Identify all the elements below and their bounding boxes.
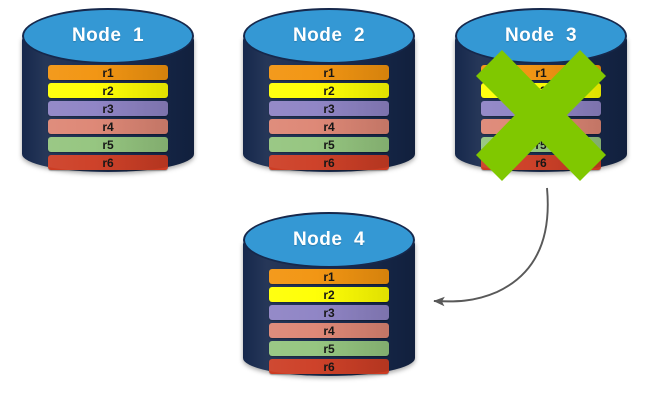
cylinder-top-ellipse bbox=[22, 8, 194, 64]
database-node-2[interactable]: r1 r2 r3 r4 r5 r6 Node 2 bbox=[243, 8, 415, 186]
cylinder-top-ellipse bbox=[243, 8, 415, 64]
row-bar-r6: r6 bbox=[48, 155, 168, 170]
row-bar-r6: r6 bbox=[269, 359, 389, 374]
row-bar-r2: r2 bbox=[269, 83, 389, 98]
row-bar-r5: r5 bbox=[269, 341, 389, 356]
node-label: Node 4 bbox=[292, 229, 366, 250]
database-node-4[interactable]: r1 r2 r3 r4 r5 r6 Node 4 bbox=[243, 212, 415, 390]
row-bar-r5: r5 bbox=[269, 137, 389, 152]
row-bar-r2: r2 bbox=[269, 287, 389, 302]
row-bar-r3: r3 bbox=[269, 101, 389, 116]
row-list: r1 r2 r3 r4 r5 r6 bbox=[269, 65, 389, 170]
database-node-3[interactable]: r1 r2 r3 r4 r5 r6 Node 3 bbox=[455, 8, 627, 186]
row-bar-r2: r2 bbox=[48, 83, 168, 98]
row-bar-r1: r1 bbox=[269, 65, 389, 80]
row-bar-r1: r1 bbox=[481, 65, 601, 80]
row-bar-r5: r5 bbox=[481, 137, 601, 152]
row-bar-r4: r4 bbox=[48, 119, 168, 134]
node-label: Node 2 bbox=[292, 25, 366, 46]
row-list: r1 r2 r3 r4 r5 r6 bbox=[481, 65, 601, 170]
row-list: r1 r2 r3 r4 r5 r6 bbox=[48, 65, 168, 170]
row-bar-r6: r6 bbox=[269, 155, 389, 170]
row-bar-r4: r4 bbox=[269, 323, 389, 338]
database-node-1[interactable]: r1 r2 r3 r4 r5 r6 Node 1 bbox=[22, 8, 194, 186]
node-label: Node 1 bbox=[71, 25, 145, 46]
row-bar-r4: r4 bbox=[269, 119, 389, 134]
row-bar-r3: r3 bbox=[269, 305, 389, 320]
row-bar-r6: r6 bbox=[481, 155, 601, 170]
row-bar-r1: r1 bbox=[48, 65, 168, 80]
cylinder-top-ellipse bbox=[243, 212, 415, 268]
row-list: r1 r2 r3 r4 r5 r6 bbox=[269, 269, 389, 374]
row-bar-r3: r3 bbox=[48, 101, 168, 116]
row-bar-r5: r5 bbox=[48, 137, 168, 152]
row-bar-r1: r1 bbox=[269, 269, 389, 284]
row-bar-r3: r3 bbox=[481, 101, 601, 116]
row-bar-r2: r2 bbox=[481, 83, 601, 98]
row-bar-r4: r4 bbox=[481, 119, 601, 134]
node-label: Node 3 bbox=[504, 25, 578, 46]
